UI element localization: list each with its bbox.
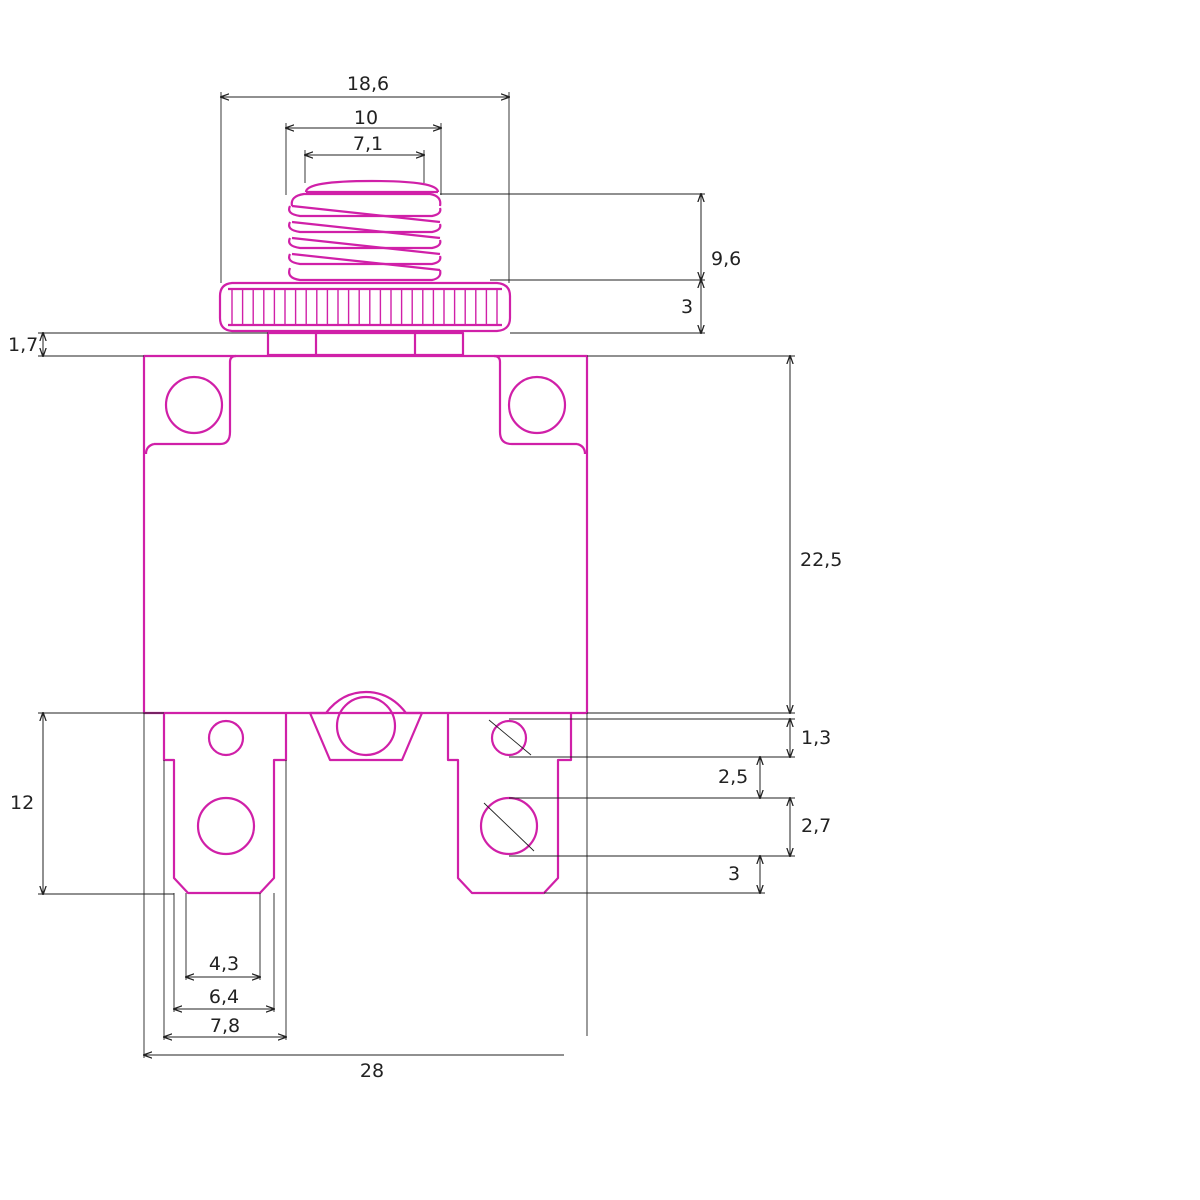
right-terminal bbox=[446, 713, 573, 895]
dim-hole-diameter: 2,7 bbox=[801, 815, 831, 837]
left-terminal bbox=[162, 713, 288, 895]
dim-thread-outer-width: 10 bbox=[354, 107, 378, 129]
dim-knurl-nut-width: 18,6 bbox=[347, 73, 389, 95]
threaded-stem bbox=[288, 179, 442, 282]
center-boss bbox=[308, 690, 424, 762]
collar bbox=[266, 331, 465, 357]
mounting-hole-right bbox=[507, 375, 567, 435]
dim-tip-outer-width: 6,4 bbox=[209, 986, 239, 1008]
dim-nut-height: 3 bbox=[681, 296, 693, 318]
dim-terminal-width: 7,8 bbox=[210, 1015, 240, 1037]
dimension-labels: 18,6 10 7,1 9,6 3 1,7 22,5 1,3 2,5 2,7 3… bbox=[8, 73, 842, 1082]
dim-thread-inner-width: 7,1 bbox=[353, 133, 383, 155]
dim-body-width: 28 bbox=[360, 1060, 384, 1082]
breaker-body bbox=[142, 354, 589, 762]
mounting-hole-left bbox=[164, 375, 224, 435]
center-hole bbox=[335, 695, 397, 757]
dim-body-height: 22,5 bbox=[800, 549, 842, 571]
dim-hole-offset-top: 1,3 bbox=[801, 727, 831, 749]
dim-collar-height: 1,7 bbox=[8, 334, 38, 356]
dim-thread-height: 9,6 bbox=[711, 248, 741, 270]
dim-tip-width: 4,3 bbox=[209, 953, 239, 975]
dim-tip-offset: 3 bbox=[728, 863, 740, 885]
knurled-nut bbox=[218, 281, 512, 333]
dimension-lines bbox=[38, 92, 795, 1058]
dim-hole-gap: 2,5 bbox=[718, 766, 748, 788]
dim-terminal-length: 12 bbox=[10, 792, 34, 814]
breaker-outline bbox=[142, 179, 589, 895]
